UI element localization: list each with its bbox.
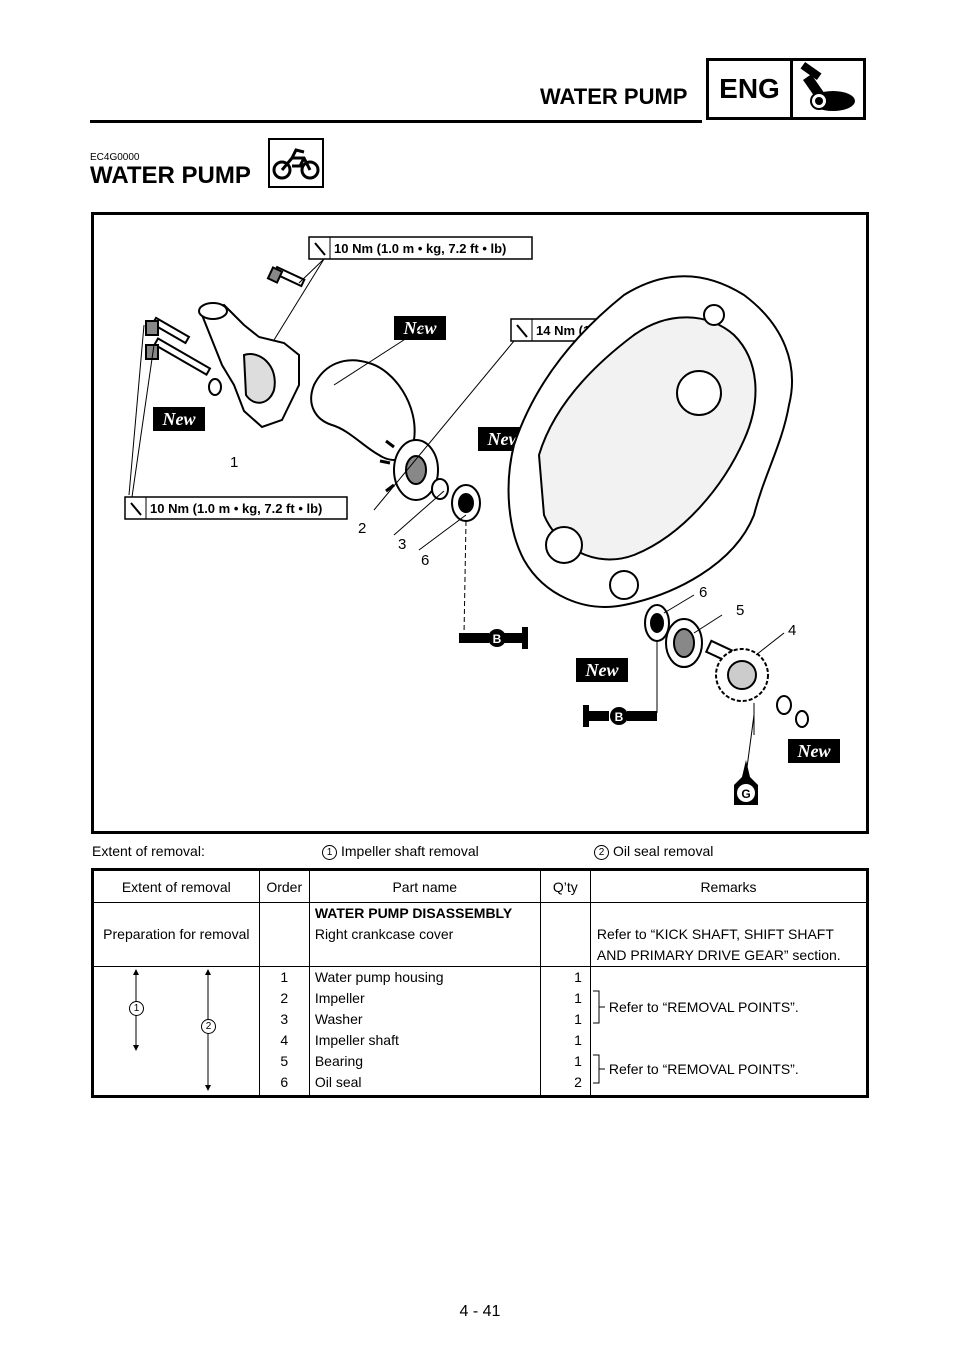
header-extent: Extent of removal (92, 869, 260, 903)
diagram-svg: 10 Nm (1.0 m • kg, 7.2 ft • lb) 14 Nm (1… (124, 236, 840, 805)
svg-text:New: New (585, 660, 620, 680)
impeller (379, 439, 439, 501)
order-6: 6 (280, 1074, 289, 1090)
new-tag-circlip: New (788, 739, 840, 763)
order-3: 3 (280, 1011, 289, 1027)
qty-3: 1 (574, 1011, 582, 1027)
bearing-5 (665, 618, 703, 668)
page-number: 4 - 41 (459, 1303, 501, 1320)
prep-part: Right crankcase cover (314, 926, 454, 942)
section-code: EC4G0000 (90, 152, 140, 163)
header-part-name: Part name (309, 869, 541, 903)
table-row-group: 1 2 1 2 3 4 5 6 Water pump housing Impel… (92, 966, 868, 1097)
remark-group-2: Refer to “REMOVAL POINTS”. (608, 1061, 799, 1077)
order-4: 4 (280, 1032, 289, 1048)
new-tag-bolt-washer: New (153, 407, 205, 431)
order-5: 5 (280, 1053, 289, 1069)
svg-text:G: G (741, 787, 750, 801)
torque-left-text: 10 Nm (1.0 m • kg, 7.2 ft • lb) (150, 501, 322, 516)
callout-6-upper: 6 (421, 552, 429, 569)
header-title: WATER PUMP (540, 84, 688, 109)
circled-1: 1 (322, 844, 337, 860)
engine-wrench-icon (793, 61, 863, 117)
disassembly-heading: WATER PUMP DISASSEMBLY (314, 905, 513, 921)
extent-mark-1: 1 (129, 1001, 144, 1016)
qty-6: 2 (574, 1074, 582, 1090)
exploded-diagram: 10 Nm (1.0 m • kg, 7.2 ft • lb) 14 Nm (1… (91, 212, 869, 834)
copper-washer (208, 378, 222, 396)
extent-mark-2: 2 (201, 1019, 216, 1034)
svg-text:B: B (615, 710, 624, 724)
bolt-left-short (145, 316, 191, 345)
extent-brackets (133, 969, 211, 1091)
svg-text:New: New (797, 741, 832, 761)
header-remarks: Remarks (590, 869, 868, 903)
parts-table: Extent of removal Order Part name Q’ty R… (91, 868, 869, 1098)
bolt-left-long (145, 337, 212, 376)
part-5: Bearing (314, 1053, 364, 1069)
leader-lines (128, 258, 785, 776)
remark-brackets (592, 990, 605, 1084)
circled-2: 2 (594, 844, 609, 860)
grease-b-icon-lower: B (583, 705, 657, 727)
washer-small (776, 695, 792, 715)
section-title: WATER PUMP (90, 162, 251, 189)
callout-1: 1 (230, 454, 238, 471)
gasket (310, 359, 416, 461)
extent-item-1-text: Impeller shaft removal (341, 843, 479, 859)
callout-4: 4 (788, 622, 796, 639)
remark-group-1: Refer to “REMOVAL POINTS”. (608, 999, 799, 1015)
prep-extent: Preparation for removal (103, 926, 250, 942)
part-3: Washer (314, 1011, 363, 1027)
circlip (795, 710, 809, 728)
callout-2: 2 (358, 520, 366, 537)
part-2: Impeller (314, 990, 365, 1006)
extent-label: Extent of removal: (92, 843, 205, 859)
header-rule (90, 120, 702, 123)
prep-remarks-1: Refer to “KICK SHAFT, SHIFT SHAFT (596, 926, 834, 942)
new-tag-bearing: New (576, 658, 628, 682)
motorcycle-icon (268, 138, 324, 188)
washer-3 (431, 478, 449, 500)
water-pump-housing (198, 302, 300, 429)
svg-text:New: New (162, 409, 197, 429)
eng-label: ENG (709, 61, 793, 117)
qty-4: 1 (574, 1032, 582, 1048)
header-qty: Q’ty (540, 869, 591, 903)
callout-6-lower: 6 (699, 584, 707, 601)
qty-2: 1 (574, 990, 582, 1006)
part-6: Oil seal (314, 1074, 362, 1090)
extent-item-2-text: Oil seal removal (613, 843, 714, 859)
qty-1: 1 (574, 969, 582, 985)
part-4: Impeller shaft (314, 1032, 399, 1048)
qty-5: 1 (574, 1053, 582, 1069)
torque-label-top: 10 Nm (1.0 m • kg, 7.2 ft • lb) (308, 236, 533, 260)
new-tag-gasket: New (394, 316, 446, 340)
right-crankcase-cover (507, 275, 793, 608)
grease-b-icon-upper: B (459, 627, 528, 649)
table-header-row: Extent of removal Order Part name Q’ty R… (92, 869, 868, 903)
torque-top-text: 10 Nm (1.0 m • kg, 7.2 ft • lb) (334, 241, 506, 256)
header-order: Order (259, 869, 310, 903)
callout-3: 3 (398, 536, 406, 553)
order-1: 1 (280, 969, 289, 985)
bolt-top (266, 265, 306, 288)
oil-seal-6-lower (644, 604, 670, 642)
svg-text:New: New (487, 429, 522, 449)
impeller-shaft-4 (704, 639, 769, 702)
callout-5: 5 (736, 602, 744, 619)
prep-remarks-2: AND PRIMARY DRIVE GEAR” section. (596, 947, 841, 963)
eng-badge: ENG (706, 58, 866, 120)
part-1: Water pump housing (314, 969, 444, 985)
oil-g-icon: G (734, 760, 758, 805)
svg-text:New: New (403, 318, 438, 338)
svg-text:B: B (493, 632, 502, 646)
torque-label-left: 10 Nm (1.0 m • kg, 7.2 ft • lb) (124, 496, 348, 520)
order-2: 2 (280, 990, 289, 1006)
table-row-prep: Preparation for removal WATER PUMP DISAS… (92, 902, 868, 967)
